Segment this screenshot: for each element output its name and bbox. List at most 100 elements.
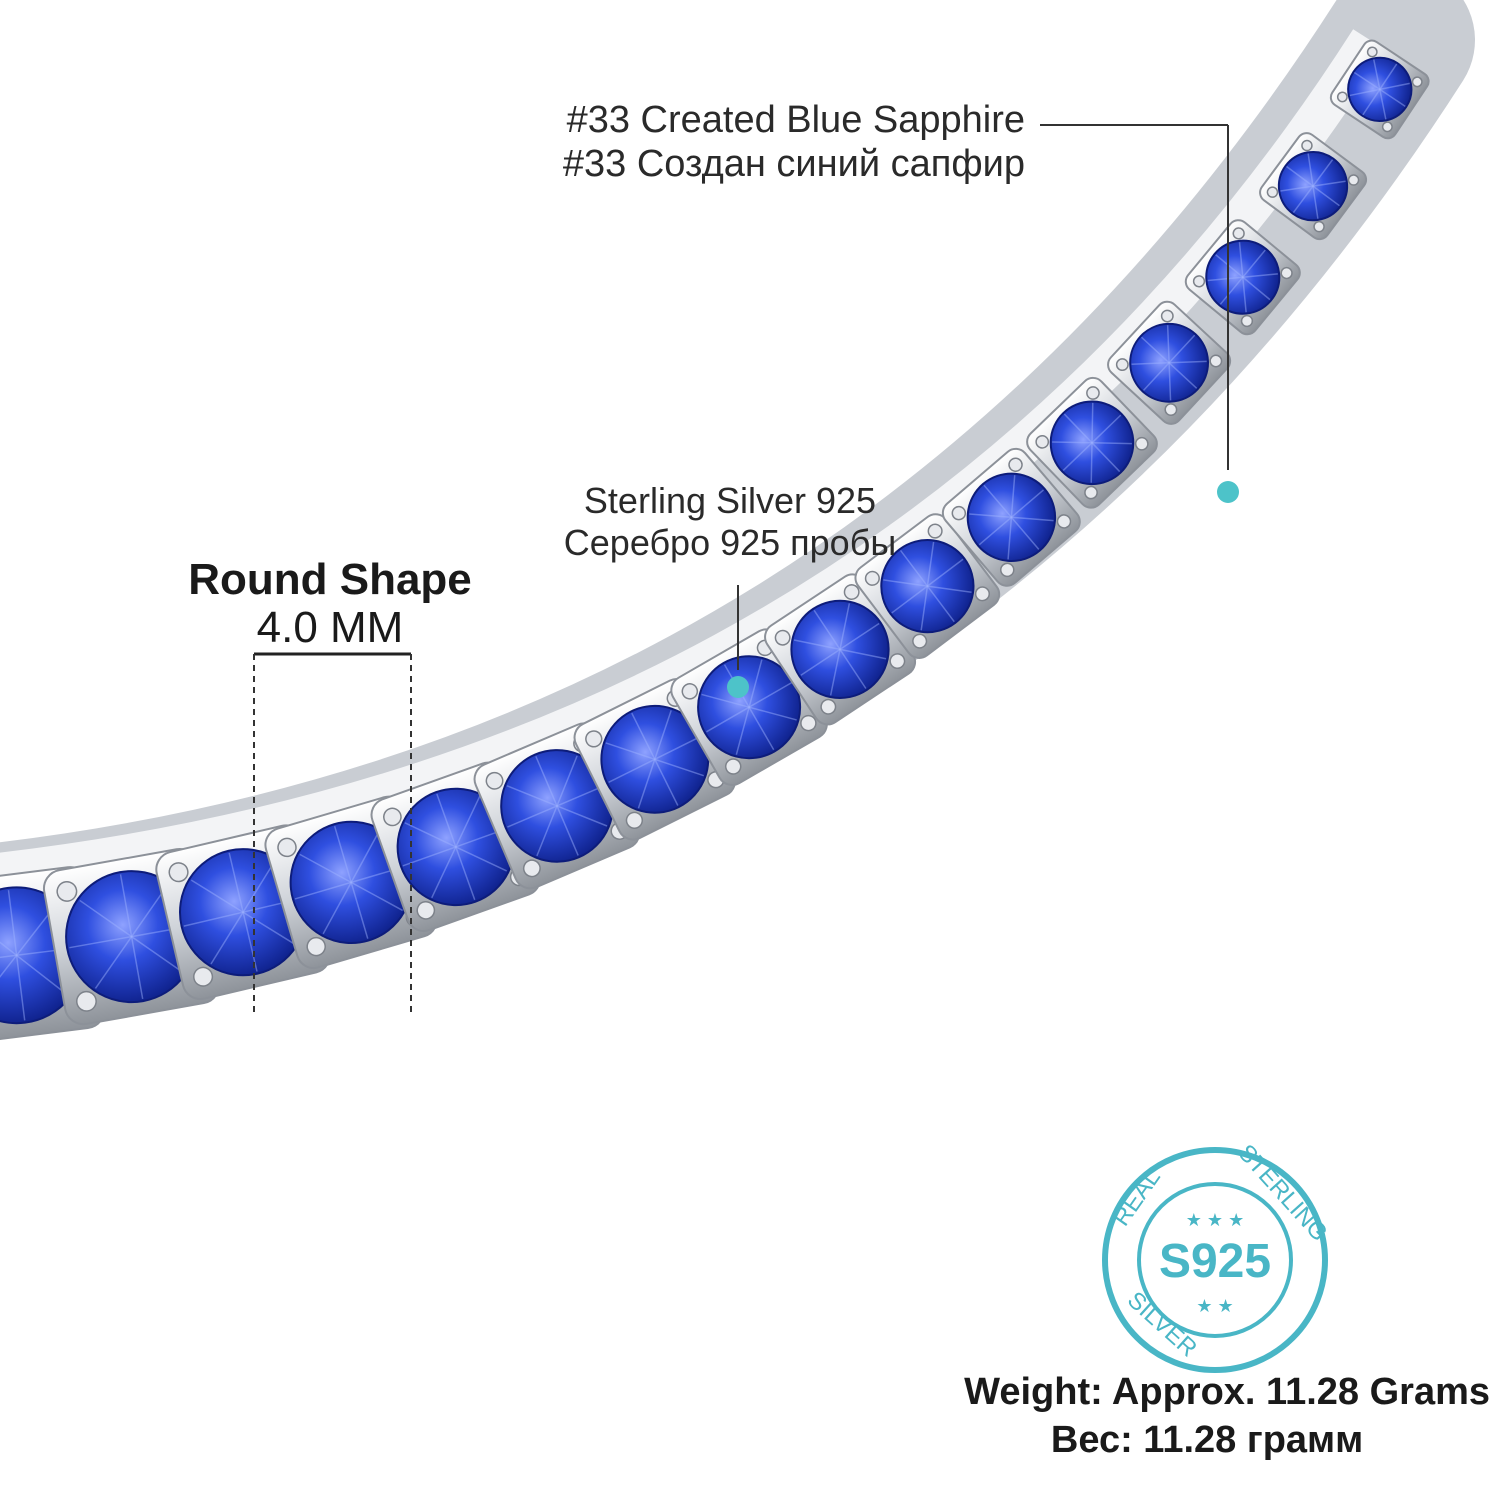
gem-facet	[927, 585, 972, 594]
silver-callout: Sterling Silver 925 Серебро 925 пробы	[470, 480, 990, 564]
gem-facet	[701, 693, 750, 708]
gem-facet	[1091, 414, 1122, 444]
gem-facet	[829, 649, 841, 696]
bracelet-link	[1259, 132, 1368, 241]
sapphire-callout-leader	[1040, 124, 1239, 503]
gem-facet	[131, 935, 184, 974]
blue-sapphire-stone	[880, 538, 975, 634]
gem-facet	[350, 881, 403, 912]
gem-facet	[1349, 88, 1380, 97]
gem-facet	[130, 936, 144, 999]
gem-facet	[839, 603, 851, 650]
gem-facet	[507, 805, 558, 828]
prong	[625, 811, 644, 829]
gem-facet	[1379, 82, 1410, 91]
gem-facet	[883, 579, 928, 587]
bracelet-link	[1329, 39, 1430, 140]
prong	[1192, 275, 1206, 288]
gem-facet	[1011, 516, 1054, 522]
prong	[774, 629, 791, 646]
stamp-ring-silver: SILVER	[1122, 1286, 1202, 1362]
gem-facet	[1242, 276, 1271, 301]
prong	[1381, 121, 1393, 133]
gem-facet	[350, 882, 369, 939]
gem-facet	[1362, 88, 1381, 116]
prong	[1313, 220, 1325, 233]
gem-facet	[1207, 276, 1243, 282]
silver-label-ru: Серебро 925 пробы	[563, 522, 897, 563]
gem-facet	[1010, 516, 1040, 550]
gem-facet	[1242, 277, 1247, 313]
prong	[974, 586, 990, 602]
gem-facet	[969, 513, 1012, 519]
prong	[1301, 139, 1313, 152]
gem-facet	[637, 759, 656, 809]
blue-sapphire-stone	[966, 472, 1057, 562]
gem-facet	[69, 935, 132, 949]
gem-facet	[1292, 185, 1314, 213]
gem-facet	[706, 706, 750, 733]
weight-en: Weight: Approx. 11.28 Grams	[964, 1371, 1490, 1413]
gem-facet	[1312, 180, 1346, 187]
silver-callout-dot	[727, 676, 749, 698]
gem-facet	[748, 706, 775, 751]
prong	[485, 771, 504, 790]
blue-sapphire-stone	[790, 599, 890, 700]
sapphire-callout: #33 Created Blue Sapphire #33 Создан син…	[563, 98, 1025, 186]
gem-facet	[322, 882, 352, 935]
gem-facet	[631, 712, 656, 760]
gem-facet	[402, 846, 457, 867]
gem-facet	[0, 954, 18, 1008]
gem-facet	[556, 755, 578, 807]
gem-facet	[891, 585, 928, 614]
stamp-center-text: S925	[1159, 1235, 1271, 1288]
gem-facet	[1242, 273, 1278, 278]
gem-facet	[1169, 360, 1207, 364]
prong	[1411, 76, 1423, 88]
gem-facet	[183, 911, 244, 927]
gem-facet	[1091, 442, 1132, 445]
gem-facet	[605, 742, 656, 761]
gem-facet	[1062, 442, 1093, 472]
gem-facet	[1312, 185, 1319, 219]
gem-facet	[1141, 336, 1170, 364]
gem-facet	[899, 550, 928, 587]
gem-facet	[1379, 89, 1387, 120]
prong	[76, 990, 97, 1012]
prong	[277, 837, 297, 858]
prong	[1336, 91, 1348, 103]
prong	[1266, 186, 1279, 198]
gem-facet	[1010, 489, 1044, 518]
gem-facet	[793, 639, 841, 651]
blue-sapphire-stone	[1277, 151, 1349, 222]
gem-facet	[1379, 63, 1398, 90]
gem-facet	[926, 558, 964, 587]
gem-facet	[1215, 254, 1244, 278]
gem-facet	[242, 911, 296, 945]
prong	[889, 653, 906, 670]
prong	[1134, 436, 1149, 451]
prong	[1240, 314, 1254, 328]
gem-facet	[748, 706, 797, 721]
gem-facet	[654, 735, 702, 760]
bracelet-link	[764, 573, 917, 726]
gem-facet	[654, 758, 679, 806]
prong	[1086, 386, 1100, 400]
gem-facet	[242, 860, 276, 913]
weight-info: Weight: Approx. 11.28 Grams Вес: 11.28 г…	[964, 1368, 1490, 1464]
bracelet-link	[1107, 300, 1232, 425]
prong	[522, 859, 541, 878]
gem-facet	[1010, 475, 1016, 518]
silver-label-en: Sterling Silver 925	[583, 480, 877, 521]
prong	[800, 714, 817, 732]
gem-facet	[978, 516, 1012, 546]
tennis-bracelet	[0, 0, 1475, 1045]
bracelet-link	[1026, 376, 1158, 509]
gem-facet	[813, 609, 841, 650]
gem-facet	[926, 541, 935, 587]
gem-facet	[839, 648, 887, 660]
gem-facet	[455, 795, 481, 848]
shape-size: 4.0 MM	[256, 603, 404, 652]
prong	[927, 523, 943, 539]
s925-stamp: S925 ★ ★ ★ ★ ★ REAL STERLING SILVER	[1102, 1139, 1333, 1373]
